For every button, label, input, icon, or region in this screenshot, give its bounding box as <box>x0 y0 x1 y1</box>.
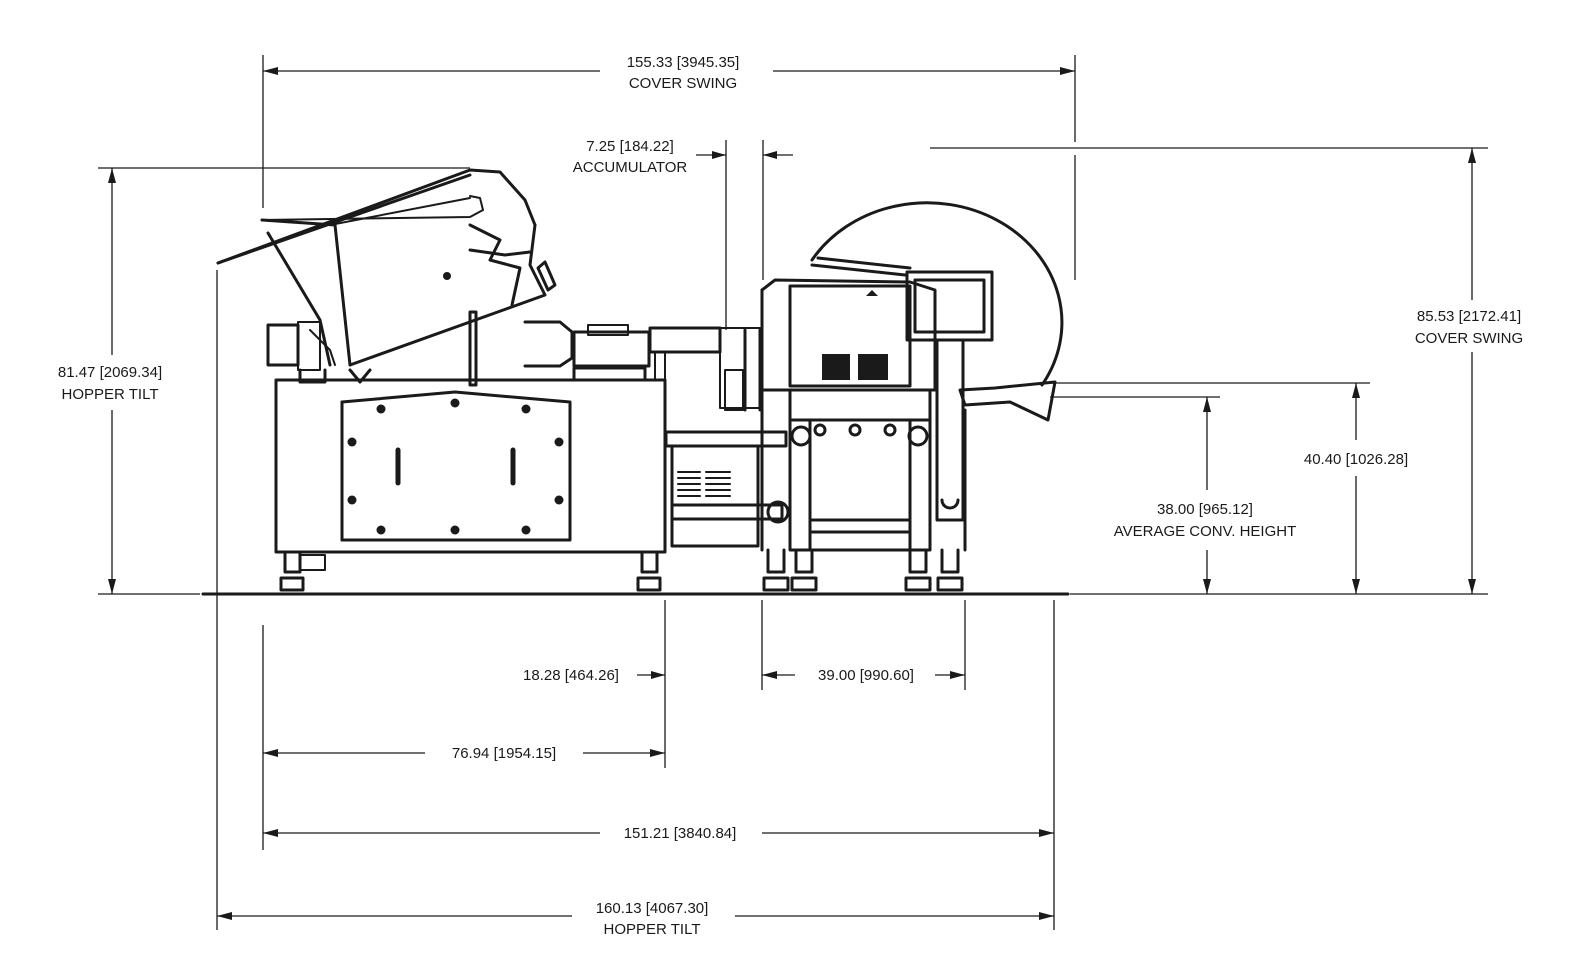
width-18-value: 18.28 [464.26] <box>523 667 619 684</box>
hmi-screen <box>905 270 994 342</box>
height-40-value: 40.40 [1026.28] <box>1304 451 1408 468</box>
hopper-tilt-length-label: HOPPER TILT <box>604 921 701 938</box>
vent-left <box>822 354 850 380</box>
dimension-labels: 155.33 [3945.35] COVER SWING 7.25 [184.2… <box>58 54 1523 938</box>
vent-right <box>858 354 888 380</box>
hopper-tilt-height-value: 81.47 [2069.34] <box>58 364 162 381</box>
accumulator-value: 7.25 [184.22] <box>586 138 674 155</box>
cover-swing-width-label: COVER SWING <box>629 75 737 92</box>
average-conv-height-value: 38.00 [965.12] <box>1157 501 1253 518</box>
cover-swing-width-value: 155.33 [3945.35] <box>627 54 740 71</box>
cover-swing-height-label: COVER SWING <box>1415 330 1523 347</box>
hopper <box>216 168 574 387</box>
overall-length-value: 151.21 [3840.84] <box>624 825 737 842</box>
accumulator-label: ACCUMULATOR <box>573 159 688 176</box>
hopper-tilt-length-value: 160.13 [4067.30] <box>596 900 709 917</box>
base-cabinet <box>274 378 667 592</box>
width-39-value: 39.00 [990.60] <box>818 667 914 684</box>
dimension-lines <box>98 55 1488 930</box>
transfer-section <box>572 324 790 548</box>
hopper-tilt-height-label: HOPPER TILT <box>62 386 159 403</box>
cover-swing-height-value: 85.53 [2172.41] <box>1417 308 1521 325</box>
average-conv-height-label: AVERAGE CONV. HEIGHT <box>1114 523 1297 540</box>
machine-outline <box>201 168 1070 596</box>
slicer-unit <box>760 201 1064 592</box>
width-76-value: 76.94 [1954.15] <box>452 745 556 762</box>
